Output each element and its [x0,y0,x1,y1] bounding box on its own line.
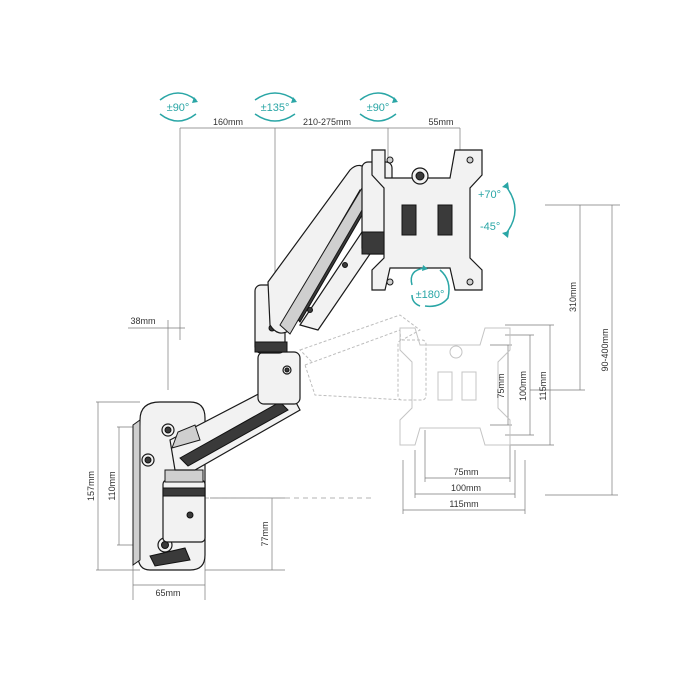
tilt-height-label: 310mm [568,282,578,312]
plate-height-label: 157mm [86,471,96,501]
base-height-label: 77mm [260,521,270,546]
vesa-115-h-label: 115mm [449,499,478,509]
arm-segment-1-label: 160mm [213,117,243,127]
tilt-up-label: +70° [478,189,501,201]
elbow-swivel-label: ±135° [261,102,290,114]
head-swivel-label: ±90° [367,102,390,114]
vesa-100-h-label: 100mm [451,483,481,493]
vesa-head [361,149,483,291]
arm-segment-2-label: 210-275mm [303,117,351,127]
base-swivel-indicator: ±90° [159,92,198,122]
dimension-labels: 160mm 210-275mm 55mm 38mm 157mm 110mm 65… [86,117,610,598]
lower-arm [169,351,301,471]
wall-offset-label: 38mm [130,316,155,326]
vesa-115-v-label: 115mm [538,371,548,400]
head-offset-label: 55mm [428,117,453,127]
tilt-down-label: -45° [480,221,500,233]
tilt-indicator: +70° -45° [478,182,516,238]
base-post [162,469,206,543]
rotate-label: ±180° [416,289,445,301]
rotation-indicators: ±90° ±135° ±90° +70° -45° [159,92,516,308]
arm-lowered-ghost [299,314,511,446]
head-swivel-indicator: ±90° [359,92,398,122]
plate-width-label: 65mm [155,588,180,598]
vesa-75-h-label: 75mm [453,467,478,477]
rotate-indicator: ±180° [410,265,450,308]
height-range-label: 90-400mm [600,328,610,371]
plate-holes-label: 110mm [107,471,117,500]
elbow-swivel-indicator: ±135° [254,92,297,122]
base-swivel-label: ±90° [167,102,190,114]
vesa-75-v-label: 75mm [496,373,506,398]
vesa-100-v-label: 100mm [518,371,528,401]
